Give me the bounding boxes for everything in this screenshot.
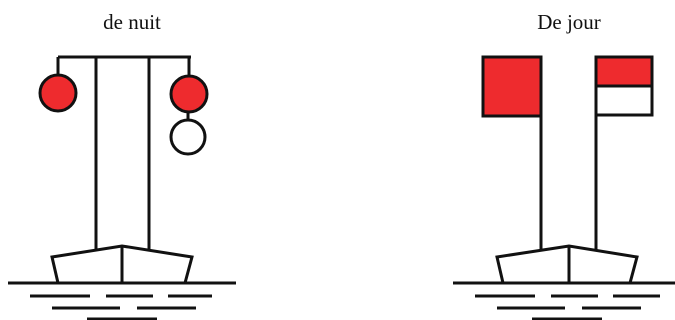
day-signal-figure (453, 57, 675, 319)
night-right-red-light (171, 76, 207, 112)
night-signal-figure (8, 57, 236, 319)
day-right-flag-white-half (596, 86, 652, 115)
night-right-white-light (171, 120, 205, 154)
day-left-red-flag (483, 57, 541, 116)
night-left-red-light (40, 75, 76, 111)
day-boat-hull (497, 246, 637, 283)
day-right-flag-red-half (596, 57, 652, 86)
